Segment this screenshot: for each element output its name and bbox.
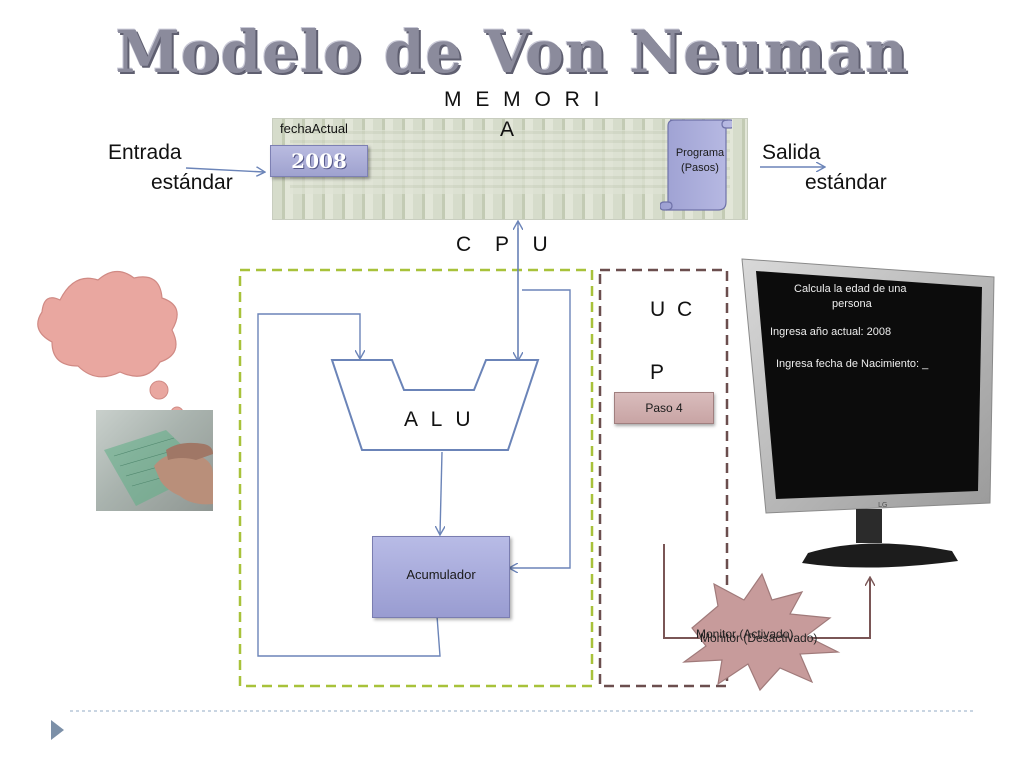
input-label-line2: estándar bbox=[151, 171, 233, 194]
accumulator-box[interactable]: Acumulador bbox=[372, 536, 510, 618]
svg-text:LG: LG bbox=[878, 501, 887, 509]
alu-shape bbox=[330, 359, 540, 451]
variable-label: fechaActual bbox=[280, 121, 348, 136]
monitor-status-active: Monitor (Activado) bbox=[696, 627, 794, 641]
keyboard-hands-icon bbox=[104, 430, 213, 506]
memory-label-tail: A bbox=[500, 118, 515, 141]
monitor-status-burst bbox=[682, 572, 841, 692]
alu-frame bbox=[238, 268, 594, 688]
uc-label: U C bbox=[650, 298, 693, 321]
thought-cloud-icon bbox=[37, 270, 184, 420]
output-label-line1: Salida bbox=[762, 141, 821, 164]
input-label-line1: Entrada bbox=[108, 141, 182, 164]
program-scroll-icon bbox=[660, 119, 732, 211]
page-title: Modelo de Von Neuman bbox=[115, 18, 909, 86]
monitor-icon: LG bbox=[741, 258, 995, 568]
keyboard-image bbox=[96, 410, 213, 511]
program-label: Programa (Pasos) bbox=[664, 146, 736, 176]
screen-line-3: Ingresa año actual: 2008 bbox=[770, 326, 892, 338]
cpu-label: C P U bbox=[456, 233, 550, 256]
program-label-line2: (Pasos) bbox=[681, 162, 719, 174]
monitor-status-inactive: Monitor (Desactivado) bbox=[700, 631, 818, 645]
alu-label: A L U bbox=[404, 408, 475, 431]
output-label-line2: estándar bbox=[805, 171, 887, 194]
program-label-line1: Programa bbox=[675, 147, 725, 159]
variable-value-box[interactable]: 2008 bbox=[270, 145, 368, 177]
uc-label-p: P bbox=[650, 361, 665, 384]
memory-label: M E M O R I bbox=[444, 88, 604, 111]
screen-line-1: Calcula la edad de una bbox=[794, 283, 907, 295]
next-slide-arrow-icon[interactable] bbox=[51, 720, 64, 740]
screen-line-2: persona bbox=[832, 298, 872, 310]
current-step-box[interactable]: Paso 4 bbox=[614, 392, 714, 424]
screen-line-4: Ingresa fecha de Nacimiento: _ bbox=[776, 358, 929, 370]
